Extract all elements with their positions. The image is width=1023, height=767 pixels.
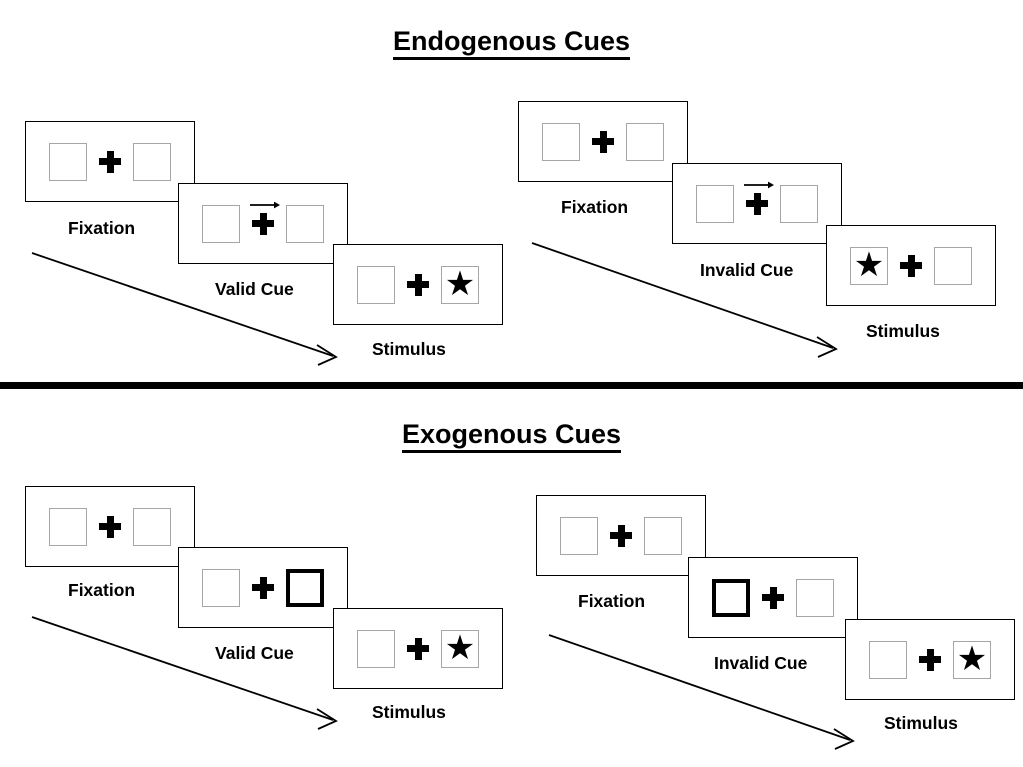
star-target-icon: ★ <box>444 264 476 303</box>
stimulus-box-right <box>133 142 171 181</box>
panel-label-exogenous-invalid-cue: Invalid Cue <box>714 653 808 673</box>
panel-label-endogenous-invalid-stimulus: Stimulus <box>866 321 940 341</box>
stimulus-box-left <box>202 204 240 243</box>
stimulus-box-left <box>202 568 240 607</box>
panel-label-endogenous-invalid-cue: Invalid Cue <box>700 260 794 280</box>
stimulus-box-right <box>644 516 682 555</box>
panel-label-endogenous-valid-stimulus: Stimulus <box>372 339 446 359</box>
stimulus-box-right <box>626 122 664 161</box>
stimulus-box-left <box>49 142 87 181</box>
stimulus-box-left <box>542 122 580 161</box>
panel-label-exogenous-valid-fixation: Fixation <box>68 580 136 600</box>
panel-label-exogenous-valid-cue: Valid Cue <box>215 643 294 663</box>
fixation-cross-wrap <box>907 638 953 682</box>
stimulus-box-left-with-target: ★ <box>850 245 888 285</box>
fixation-cross-wrap <box>395 263 441 307</box>
stimulus-box-right <box>133 507 171 546</box>
star-target-icon: ★ <box>956 639 988 678</box>
section-title-exogenous: Exogenous Cues <box>0 419 1023 453</box>
fixation-cross-wrap <box>580 120 626 164</box>
panel-endogenous-invalid-stimulus: ★ <box>826 225 996 306</box>
fixation-cross-wrap <box>87 140 133 184</box>
stimulus-box-left <box>49 507 87 546</box>
panel-endogenous-invalid-cue <box>672 163 842 244</box>
fixation-cross-icon <box>762 586 784 609</box>
fixation-cross-icon <box>900 254 922 277</box>
section-divider <box>0 382 1023 389</box>
star-target-icon: ★ <box>853 245 885 284</box>
section-title-endogenous: Endogenous Cues <box>0 26 1023 60</box>
fixation-cross-wrap <box>598 514 644 558</box>
stimulus-box-right <box>796 578 834 617</box>
stimulus-box-left <box>560 516 598 555</box>
fixation-cross-wrap <box>888 244 934 288</box>
fixation-cross-icon <box>919 648 941 671</box>
stimulus-box-right-with-target: ★ <box>441 264 479 304</box>
panel-endogenous-valid-fixation <box>25 121 195 202</box>
stimulus-box-left-cued <box>712 578 750 617</box>
panel-exogenous-valid-stimulus: ★ <box>333 608 503 689</box>
arrow-right-cue-icon <box>250 201 280 208</box>
stimulus-box-right-with-target: ★ <box>441 628 479 668</box>
fixation-cross-icon <box>610 524 632 547</box>
fixation-cross-wrap <box>87 505 133 549</box>
panel-endogenous-invalid-fixation <box>518 101 688 182</box>
panel-label-endogenous-valid-fixation: Fixation <box>68 218 136 238</box>
section-title-endogenous-text: Endogenous Cues <box>392 26 630 60</box>
panel-label-exogenous-valid-stimulus: Stimulus <box>372 702 446 722</box>
panel-exogenous-invalid-cue <box>688 557 858 638</box>
fixation-cross-icon <box>407 273 429 296</box>
panel-exogenous-valid-cue <box>178 547 348 628</box>
panel-label-endogenous-invalid-fixation: Fixation <box>561 197 629 217</box>
stimulus-box-left <box>357 265 395 304</box>
fixation-cross-wrap <box>240 566 286 610</box>
fixation-cross-icon <box>746 192 768 215</box>
panel-label-exogenous-invalid-fixation: Fixation <box>578 591 646 611</box>
fixation-cross-wrap <box>734 181 780 226</box>
fixation-cross-icon <box>99 515 121 538</box>
stimulus-box-right-with-target: ★ <box>953 639 991 679</box>
section-title-exogenous-text: Exogenous Cues <box>401 419 622 453</box>
stimulus-box-right-cued <box>286 568 324 607</box>
fixation-cross-icon <box>592 130 614 153</box>
star-target-icon: ★ <box>444 628 476 667</box>
stimulus-box-right <box>780 184 818 223</box>
stimulus-box-left <box>869 640 907 679</box>
panel-label-endogenous-valid-cue: Valid Cue <box>215 279 294 299</box>
panel-endogenous-valid-stimulus: ★ <box>333 244 503 325</box>
fixation-cross-icon <box>252 212 274 235</box>
arrow-right-cue-icon <box>744 181 774 188</box>
fixation-cross-wrap <box>240 201 286 246</box>
stimulus-box-right <box>934 246 972 285</box>
panel-exogenous-invalid-stimulus: ★ <box>845 619 1015 700</box>
time-arrow-exogenous-invalid <box>548 634 855 750</box>
time-arrow-endogenous-valid <box>31 252 338 366</box>
stimulus-box-left <box>357 629 395 668</box>
fixation-cross-wrap <box>750 576 796 620</box>
panel-exogenous-invalid-fixation <box>536 495 706 576</box>
fixation-cross-icon <box>99 150 121 173</box>
panel-endogenous-valid-cue <box>178 183 348 264</box>
fixation-cross-icon <box>252 576 274 599</box>
fixation-cross-wrap <box>395 627 441 671</box>
stimulus-box-left <box>696 184 734 223</box>
stimulus-box-right <box>286 204 324 243</box>
fixation-cross-icon <box>407 637 429 660</box>
time-arrow-endogenous-invalid <box>531 242 838 358</box>
panel-exogenous-valid-fixation <box>25 486 195 567</box>
time-arrow-exogenous-valid <box>31 616 338 730</box>
panel-label-exogenous-invalid-stimulus: Stimulus <box>884 713 958 733</box>
